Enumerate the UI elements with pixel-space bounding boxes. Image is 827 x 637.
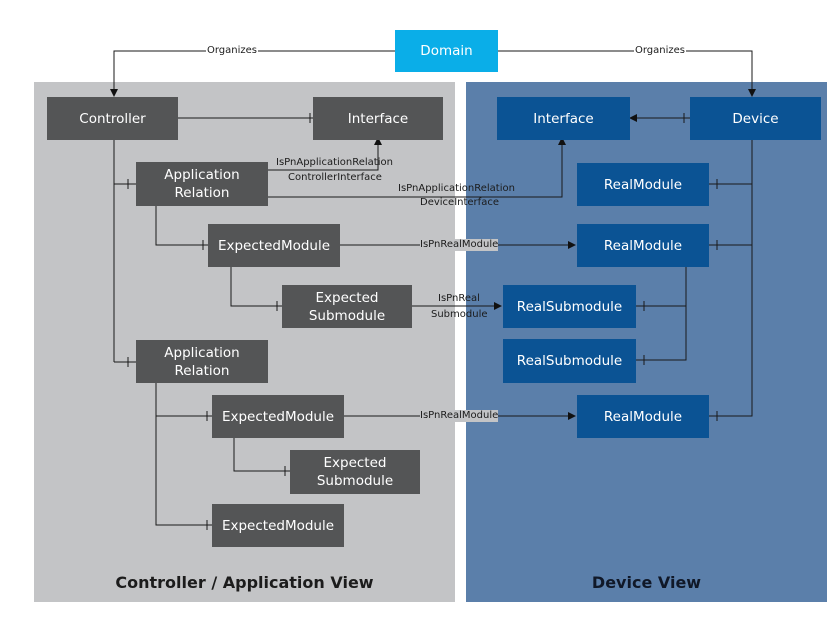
application-relation-node-1[interactable]: Application Relation xyxy=(136,162,268,206)
left-view-title: Controller / Application View xyxy=(115,573,374,592)
real-module-node-3[interactable]: RealModule xyxy=(577,395,709,438)
pn-real-module-label-1: IsPnRealModule xyxy=(420,239,499,251)
app-rel-controller-interface-edge xyxy=(268,137,382,171)
pn-app-rel-device-label-1: IsPnApplicationRelation xyxy=(398,183,515,194)
organizes-left-edge xyxy=(110,50,395,97)
real-module-node-1[interactable]: RealModule xyxy=(577,163,709,206)
controller-node[interactable]: Controller xyxy=(47,97,178,140)
device-trunk xyxy=(709,140,753,417)
application-relation-node-2[interactable]: Application Relation xyxy=(136,340,268,383)
pn-real-module-label-2: IsPnRealModule xyxy=(420,410,499,422)
device-node[interactable]: Device xyxy=(690,97,821,140)
expected-submodule-node-1[interactable]: Expected Submodule xyxy=(282,285,412,328)
device-interface-node[interactable]: Interface xyxy=(497,97,630,140)
real-module-node-2[interactable]: RealModule xyxy=(577,224,709,267)
app-rel-device-interface-edge xyxy=(268,137,566,198)
expected-submodule-node-2[interactable]: Expected Submodule xyxy=(290,450,420,494)
organizes-left-label: Organizes xyxy=(206,45,259,57)
pn-app-rel-controller-label-2: ControllerInterface xyxy=(288,172,382,183)
pn-real-submodule-label-1: IsPnReal xyxy=(438,293,480,304)
controller-interface-node[interactable]: Interface xyxy=(313,97,443,140)
expected-module-node-3[interactable]: ExpectedModule xyxy=(212,504,344,547)
pn-app-rel-device-label-2: DeviceInterface xyxy=(420,197,499,208)
organizes-right-edge xyxy=(498,50,756,97)
real-submodule-node-2[interactable]: RealSubmodule xyxy=(503,339,636,383)
real-submodule-node-1[interactable]: RealSubmodule xyxy=(503,285,636,328)
expected-module-node-2[interactable]: ExpectedModule xyxy=(212,395,344,438)
pn-app-rel-controller-label-1: IsPnApplicationRelation xyxy=(276,157,393,168)
right-view-title: Device View xyxy=(591,573,702,592)
domain-node[interactable]: Domain xyxy=(395,30,498,72)
pn-real-submodule-label-2: Submodule xyxy=(431,309,488,320)
expected-module-node-1[interactable]: ExpectedModule xyxy=(208,224,340,267)
organizes-right-label: Organizes xyxy=(634,45,687,57)
